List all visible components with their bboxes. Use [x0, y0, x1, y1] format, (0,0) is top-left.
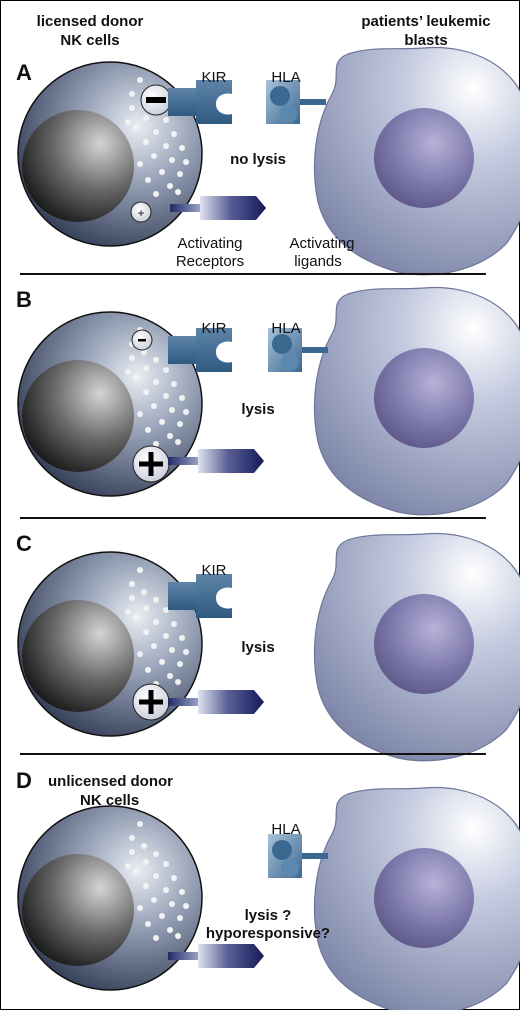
panel-d-letter: D — [16, 768, 32, 793]
panel-a: A + KIR HLA no lysis Activating Receptor… — [16, 46, 520, 276]
panel-a-letter: A — [16, 60, 32, 85]
panel-c-nk-cell — [17, 551, 203, 737]
panel-a-minus-icon — [146, 97, 166, 103]
panel-d-outcome-line2: hyporesponsive? — [206, 925, 330, 942]
header-right-line1: patients’ leukemic — [361, 13, 490, 30]
panel-b-minus-icon — [138, 339, 146, 342]
panel-b-hla-label: HLA — [271, 320, 300, 337]
header-left-line2: NK cells — [60, 32, 119, 49]
panel-d: D unlicensed donor NK cells HLA lysis ? … — [16, 768, 520, 1010]
panel-b-leukemic-blast — [313, 286, 520, 516]
header-right-line2: blasts — [404, 32, 447, 49]
panel-a-receptors-line1: Activating — [177, 235, 242, 252]
panel-a-outcome: no lysis — [230, 151, 286, 168]
panel-a-ligands-line1: Activating — [289, 235, 354, 252]
panel-a-ligands-line2: ligands — [294, 253, 342, 270]
panel-a-kir-label: KIR — [201, 69, 226, 86]
panel-d-hla-label: HLA — [271, 821, 300, 838]
panel-a-receptors-line2: Receptors — [176, 253, 244, 270]
panel-d-nk-cell — [17, 805, 203, 991]
panel-c: C KIR lysis — [16, 531, 520, 762]
panel-b: B KIR HLA lysis — [16, 286, 520, 516]
panel-a-hla-label: HLA — [271, 69, 300, 86]
panel-a-activating-sign — [130, 201, 152, 223]
header-left-line1: licensed donor — [37, 13, 144, 30]
panel-c-plus-v — [148, 690, 154, 714]
panel-a-plus-icon: + — [137, 206, 144, 220]
panel-d-title-line2: NK cells — [80, 792, 139, 809]
panel-b-letter: B — [16, 287, 32, 312]
panel-d-title-line1: unlicensed donor — [48, 773, 173, 790]
panel-b-kir-label: KIR — [201, 320, 226, 337]
panel-c-outcome: lysis — [241, 639, 274, 656]
panel-b-outcome: lysis — [241, 401, 274, 418]
panel-d-outcome-line1: lysis ? — [245, 907, 292, 924]
panel-c-letter: C — [16, 531, 32, 556]
panel-d-leukemic-blast — [313, 786, 520, 1010]
panel-a-hla-molecule — [266, 80, 326, 124]
panel-b-plus-v — [148, 452, 154, 476]
panel-c-kir-label: KIR — [201, 562, 226, 579]
panel-c-leukemic-blast — [313, 532, 520, 762]
